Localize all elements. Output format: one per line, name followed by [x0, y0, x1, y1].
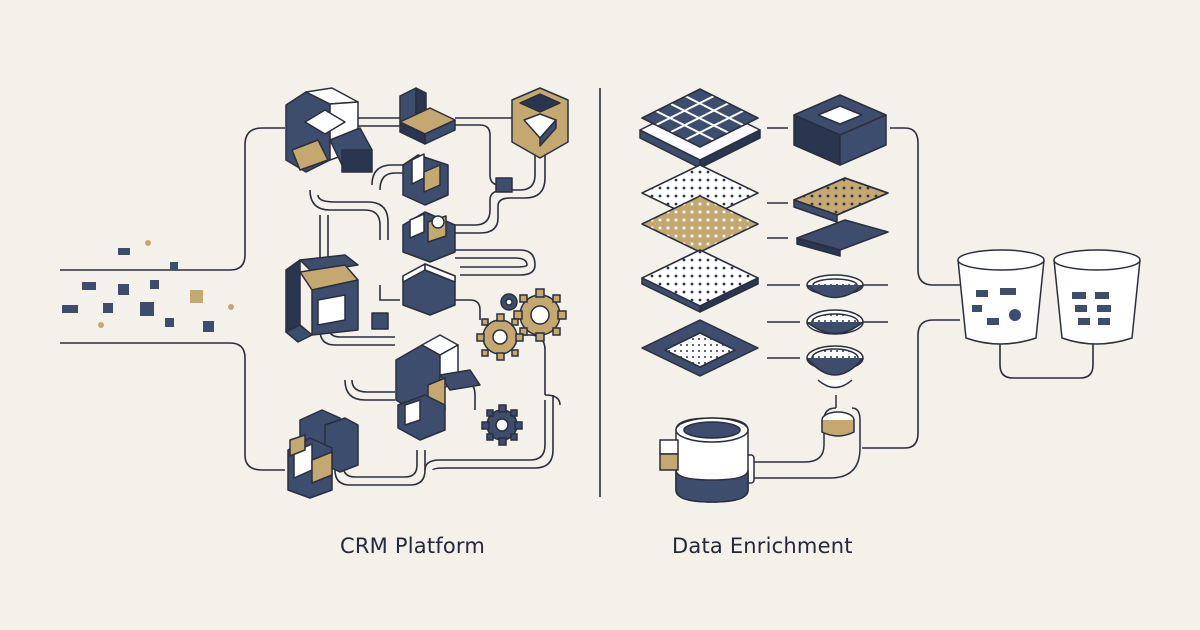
gear-large-left [476, 313, 524, 361]
perforated-sheet-icon [641, 164, 759, 377]
data-particle-icon [62, 248, 214, 332]
data-particle-gold [98, 240, 234, 328]
data-enrichment-caption: Data Enrichment [672, 534, 853, 558]
stack-connectors [767, 127, 800, 359]
stream-line-top [60, 127, 285, 271]
crm-platform-caption: CRM Platform [340, 534, 486, 558]
block-top-middle [399, 87, 456, 145]
block-centre-1 [402, 153, 449, 206]
database-left [957, 249, 1045, 345]
isometric-block-icon [285, 87, 569, 499]
stream-line-bottom [60, 342, 285, 471]
gear-navy-bottom [481, 404, 523, 446]
gear-icon [476, 288, 567, 446]
block-lower-centre [395, 334, 481, 441]
block-centre-3 [402, 263, 456, 316]
pipe-drum-icon [659, 395, 861, 503]
flow-to-database [862, 127, 1094, 449]
sieve-icon [806, 274, 888, 389]
sieve-3 [806, 345, 864, 389]
block-top-right [511, 87, 569, 159]
sieve-2 [806, 309, 888, 335]
gear-large-right [513, 288, 567, 342]
grid-tile-icon [639, 88, 761, 169]
gear-small-top [500, 293, 518, 311]
data-stream [60, 127, 285, 471]
sieve-1 [806, 274, 888, 299]
block-bottom-left [287, 409, 359, 499]
database-right [1053, 249, 1141, 345]
block-mid-left [285, 254, 359, 343]
processed-block-icon [793, 94, 889, 257]
database-cylinder-icon [957, 249, 1141, 345]
block-centre-2 [402, 211, 456, 263]
block-top-left [285, 87, 373, 173]
